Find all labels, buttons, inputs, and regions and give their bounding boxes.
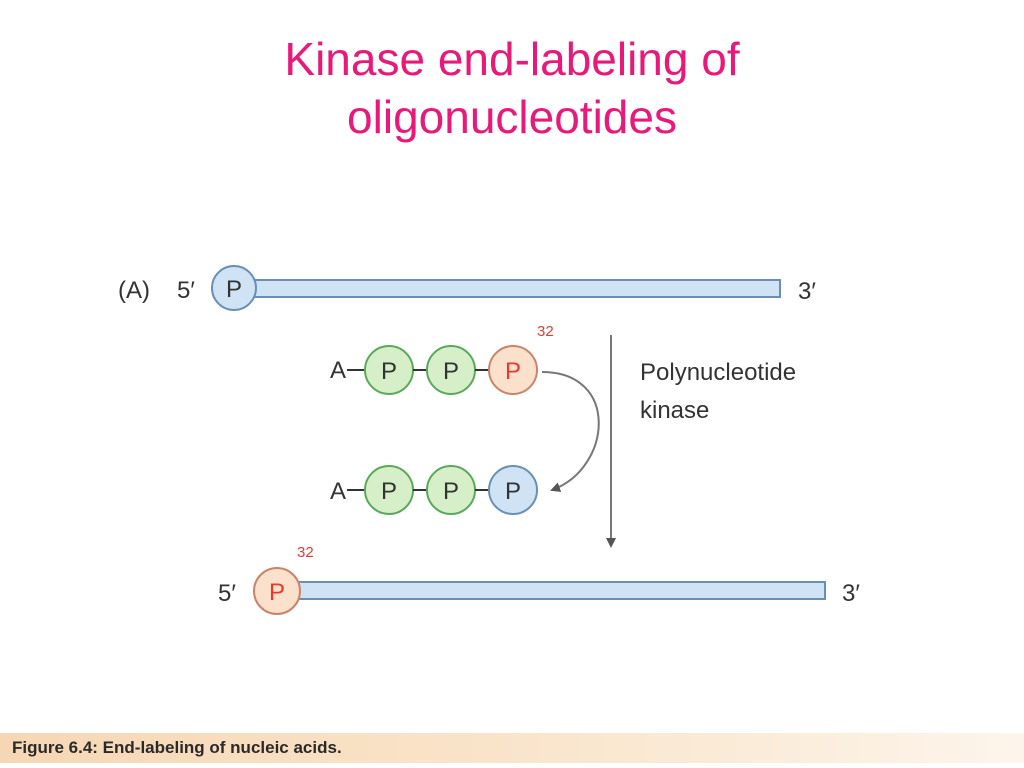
bottom-strand-labeled-phosphate-circle (253, 567, 301, 615)
top-strand: 5′ P 3′ (177, 265, 816, 311)
bottom-strand-bar (296, 581, 826, 600)
bottom-strand: 5′ P 32 3′ (218, 544, 860, 615)
atp-labeled-phosphate-label: P (505, 358, 521, 385)
atp-phosphate-1-label: P (381, 358, 397, 385)
bottom-strand-isotope-label: 32 (297, 544, 314, 561)
adp-molecule: A P P P (330, 465, 538, 515)
adp-phosphate-2-label: P (443, 478, 459, 505)
atp-labeled-phosphate-circle (488, 345, 538, 395)
atp-base-label: A (330, 357, 346, 384)
bottom-strand-labeled-phosphate-label: P (269, 579, 285, 606)
top-strand-bar (251, 279, 781, 298)
atp-phosphate-2-label: P (443, 358, 459, 385)
adp-phosphate-3-circle (488, 465, 538, 515)
adp-phosphate-1-label: P (381, 478, 397, 505)
atp-isotope-label: 32 (537, 323, 554, 340)
slide-title: Kinase end-labeling of oligonucleotides (0, 30, 1024, 146)
figure-caption-bar: Figure 6.4: End-labeling of nucleic acid… (0, 733, 1024, 763)
panel-label: (A) (118, 277, 150, 304)
enzyme-label-line-2: kinase (640, 397, 709, 424)
bottom-strand-5-prime-label: 5′ (218, 580, 236, 607)
figure-caption: Figure 6.4: End-labeling of nucleic acid… (12, 738, 342, 757)
bottom-strand-3-prime-label: 3′ (842, 580, 860, 607)
title-line-1: Kinase end-labeling of (284, 33, 740, 85)
atp-molecule: A P P P 32 (330, 323, 554, 395)
title-line-2: oligonucleotides (347, 91, 677, 143)
adp-base-label: A (330, 478, 346, 505)
top-strand-phosphate-label: P (226, 276, 242, 303)
top-strand-phosphate-circle (211, 265, 257, 311)
adp-phosphate-3-label: P (505, 478, 521, 505)
top-strand-3-prime-label: 3′ (798, 278, 816, 305)
top-strand-5-prime-label: 5′ (177, 277, 195, 304)
phosphate-transfer-arrow (541, 371, 600, 492)
enzyme-label-line-1: Polynucleotide (640, 359, 796, 386)
